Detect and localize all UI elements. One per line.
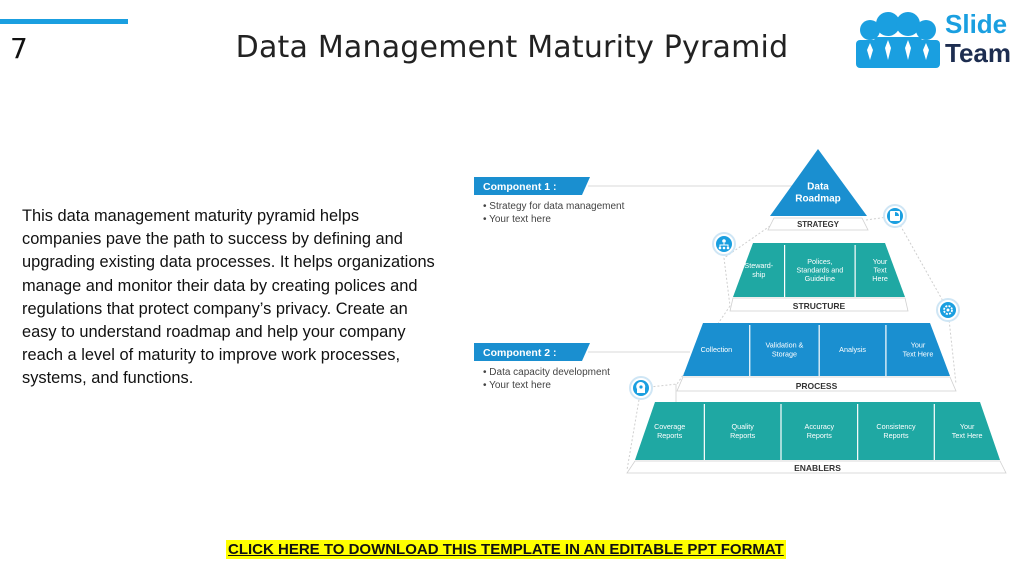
component-label-box	[474, 343, 590, 361]
tier-cell-label: Storage	[772, 349, 797, 358]
tier-cell-label: ship	[752, 270, 765, 279]
component-bullet: • Your text here	[483, 214, 551, 225]
tier-cell-label: Reports	[883, 431, 909, 440]
tier-cell-label: Text	[873, 266, 886, 275]
component-bullet: • Data capacity development	[483, 367, 610, 378]
component-label: Component 2 :	[483, 347, 557, 359]
tier-cell-label: Reports	[807, 431, 833, 440]
tier-footer-band	[676, 376, 957, 392]
tier-cell-label: Text Here	[903, 349, 934, 358]
guide-line	[626, 387, 642, 471]
tier-footer-band	[767, 217, 869, 231]
tier-cell-label: Quality	[731, 422, 754, 431]
tier-cell-label: Reports	[730, 431, 756, 440]
tier-cell-label: Guideline	[805, 274, 835, 283]
pyramid-tier	[635, 402, 1000, 460]
guide-line	[723, 225, 771, 307]
tier-cell-label: Consistency	[876, 422, 916, 431]
tier-footer-band	[626, 460, 1007, 474]
tier-cell-label: Collection	[701, 345, 733, 354]
tier-cell-label: Your	[960, 422, 975, 431]
slide-number: 7	[10, 32, 28, 65]
pyramid-tier	[733, 243, 905, 297]
gear-icon	[936, 298, 960, 322]
tier-cell-label: Standards and	[796, 266, 843, 275]
tier-cell-label: Polices,	[807, 257, 832, 266]
tier-cell-label: Coverage	[654, 422, 685, 431]
tier-footer-label: STRATEGY	[797, 220, 840, 229]
component-bullet: • Your text here	[483, 380, 551, 391]
head-gear-icon	[629, 376, 653, 400]
tier-cell-label: Here	[872, 274, 888, 283]
component-label-box	[474, 177, 590, 195]
download-link[interactable]: CLICK HERE TO DOWNLOAD THIS TEMPLATE IN …	[226, 540, 786, 559]
page-title: Data Management Maturity Pyramid	[235, 30, 789, 65]
pyramid-top-label: Roadmap	[795, 194, 841, 205]
pyramid-top-label: Data	[807, 182, 829, 193]
tier-cell-label: Steward-	[744, 261, 773, 270]
tier-footer-label: STRUCTURE	[793, 301, 846, 311]
accent-bar	[0, 19, 128, 24]
slideteam-logo-icon	[856, 12, 940, 68]
tier-cell-label: Reports	[657, 431, 683, 440]
tier-cell-label: Validation &	[766, 341, 804, 350]
tier-cell-label: Your	[911, 341, 926, 350]
chart-pie-icon	[883, 204, 907, 228]
tier-cell-label: Your	[873, 257, 888, 266]
tier-cell-label: Accuracy	[805, 422, 835, 431]
component-bullet: • Strategy for data management	[483, 201, 625, 212]
hierarchy-icon	[712, 232, 736, 256]
tier-cell-label: Text Here	[952, 431, 983, 440]
component-label: Component 1 :	[483, 181, 557, 193]
tier-footer-label: PROCESS	[796, 381, 838, 391]
logo-text: Slide Team	[945, 9, 1011, 68]
tier-footer-label: ENABLERS	[794, 463, 841, 473]
tier-cell-label: Analysis	[839, 345, 866, 354]
description-text: This data management maturity pyramid he…	[22, 207, 435, 388]
pyramid-top-triangle	[770, 149, 867, 216]
tier-footer-band	[729, 297, 909, 312]
